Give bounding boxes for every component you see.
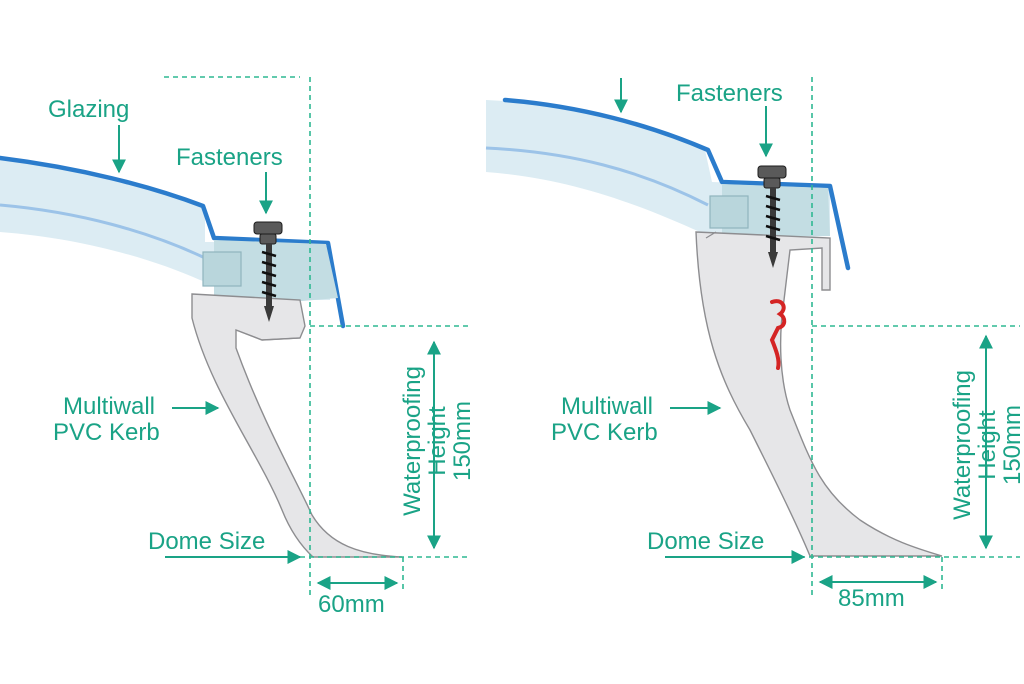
left-glazing-edge <box>0 155 346 329</box>
right-waterproofing-line1: Waterproofing <box>949 370 976 520</box>
right-kerb-diagram: Fasteners Multiwall PVC Kerb Dome Size 8… <box>485 77 1024 612</box>
right-fastener-screw <box>757 165 787 268</box>
left-fastener-screw <box>253 221 283 322</box>
left-cap-profile <box>214 240 338 302</box>
left-glazing-label: Glazing <box>48 96 129 123</box>
left-width-label: 60mm <box>318 591 385 618</box>
right-kerb-label-line2: PVC Kerb <box>551 419 658 446</box>
left-kerb-label-line1: Multiwall <box>63 393 155 420</box>
left-waterproofing-line1: Waterproofing <box>399 366 426 516</box>
right-seal-block <box>709 195 749 229</box>
right-kerb-label-line1: Multiwall <box>561 393 653 420</box>
left-kerb-label-line2: PVC Kerb <box>53 419 160 446</box>
left-seal-block <box>202 251 242 287</box>
right-glazing-edge <box>502 97 851 271</box>
left-fasteners-label: Fasteners <box>176 144 283 171</box>
right-red-seal <box>769 299 787 370</box>
right-waterproofing-line3: 150mm <box>999 405 1024 485</box>
left-waterproofing-line2: Height <box>424 406 451 476</box>
right-fasteners-label: Fasteners <box>676 80 783 107</box>
left-kerb-profile <box>191 293 403 558</box>
right-waterproofing-line2: Height <box>974 410 1001 480</box>
left-dome-size-label: Dome Size <box>148 528 265 555</box>
left-kerb-diagram: Glazing Fasteners Multiwall PVC Kerb Dom… <box>0 76 476 618</box>
right-dome-size-label: Dome Size <box>647 528 764 555</box>
left-waterproofing-line3: 150mm <box>449 401 476 481</box>
left-glazing-inner-line <box>0 203 206 260</box>
right-glazing-inner-line <box>485 146 709 207</box>
right-kerb-profile <box>695 231 943 557</box>
right-width-label: 85mm <box>838 585 905 612</box>
